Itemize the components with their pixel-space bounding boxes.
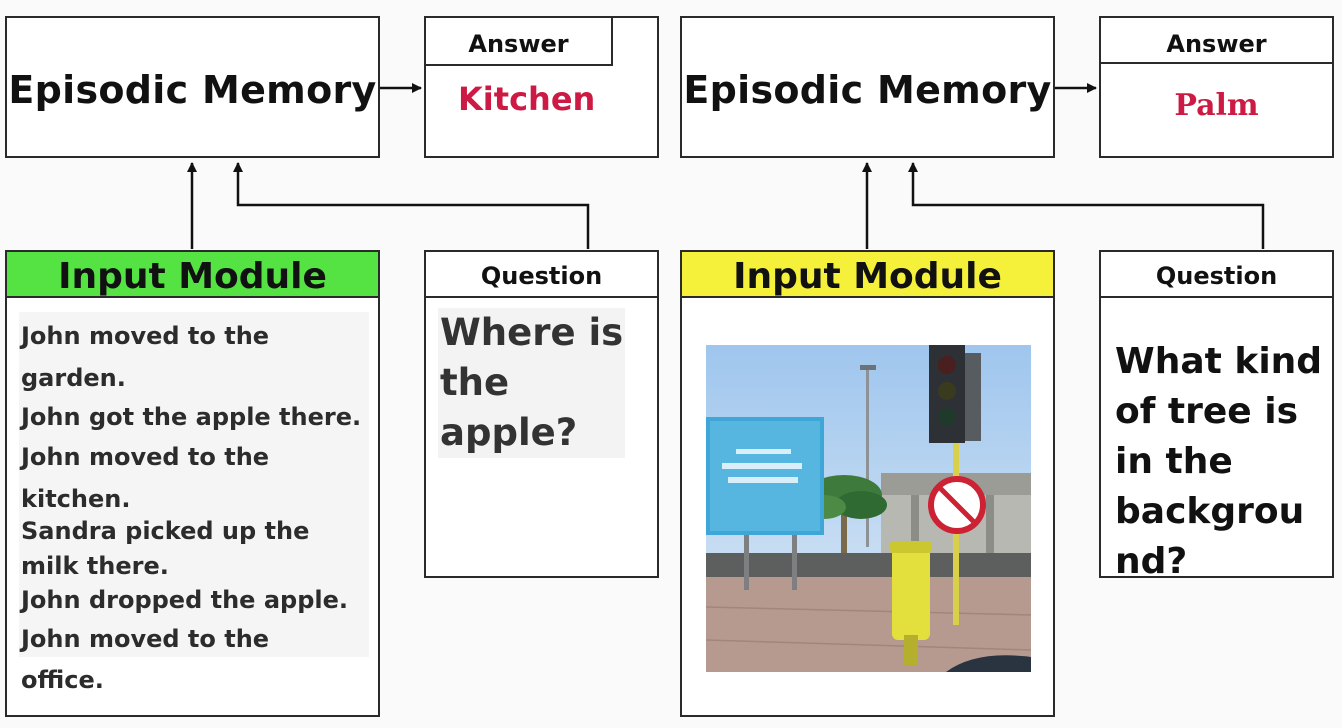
right-episodic-memory-box: Episodic Memory: [680, 16, 1055, 158]
answer-label: Answer: [424, 16, 613, 66]
left-question-box: Question Where is the apple?: [424, 250, 659, 578]
input-module-header: Input Module: [682, 252, 1053, 298]
left-input-module-box: Input Module John moved to the garden. J…: [5, 250, 380, 717]
input-module-header: Input Module: [7, 252, 378, 298]
episodic-memory-title: Episodic Memory: [683, 68, 1052, 112]
story-line: office.: [21, 666, 104, 694]
question-line: the: [440, 361, 510, 404]
story-line: milk there.: [21, 552, 169, 580]
question-line: nd?: [1115, 541, 1188, 582]
street-scene-image: [706, 345, 1031, 672]
story-line: kitchen.: [21, 485, 131, 513]
answer-value: Palm: [1174, 88, 1259, 123]
story-line: John moved to the: [21, 322, 270, 350]
answer-label: Answer: [1101, 18, 1332, 64]
question-line: of tree is: [1115, 391, 1299, 432]
question-text: What kind of tree is in the backgrou nd?: [1115, 337, 1322, 587]
story-line: John moved to the: [21, 625, 270, 653]
question-text: Where is the apple?: [438, 308, 625, 458]
story-line: garden.: [21, 364, 126, 392]
story-line: John dropped the apple.: [21, 586, 348, 614]
question-label: Question: [1101, 252, 1332, 298]
left-answer-box: Answer Kitchen: [424, 16, 659, 158]
question-line: backgrou: [1115, 491, 1305, 532]
question-label: Question: [426, 252, 657, 298]
right-input-module-box: Input Module: [680, 250, 1055, 717]
answer-value: Kitchen: [458, 80, 596, 118]
right-answer-box: Answer Palm: [1099, 16, 1334, 158]
question-line: in the: [1115, 441, 1233, 482]
story-line: Sandra picked up the: [21, 517, 310, 545]
question-line: apple?: [440, 411, 578, 454]
story-text-panel: [19, 312, 369, 657]
episodic-memory-title: Episodic Memory: [8, 68, 377, 112]
left-episodic-memory-box: Episodic Memory: [5, 16, 380, 158]
story-line: John got the apple there.: [21, 403, 362, 431]
question-line: What kind: [1115, 341, 1323, 382]
right-question-box: Question What kind of tree is in the bac…: [1099, 250, 1334, 582]
story-line: John moved to the: [21, 443, 270, 471]
question-line: Where is: [440, 311, 624, 354]
